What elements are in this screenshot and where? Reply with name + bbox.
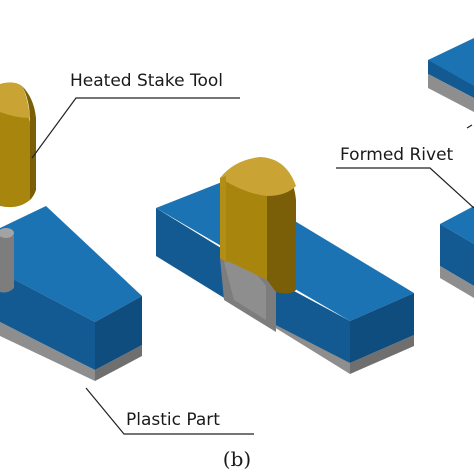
middle-tool-top: [220, 157, 296, 196]
left-part-base-front: [0, 322, 95, 381]
middle-part-side: [350, 293, 414, 363]
middle-part-front-right: [266, 276, 350, 363]
middle-tool-flat-edge: [220, 176, 226, 262]
middle-part-base-side: [350, 335, 414, 374]
formed-rivet-leader: [336, 167, 474, 209]
left-boss: [0, 230, 14, 293]
middle-assembly: [156, 157, 414, 374]
plastic-part-label: Plastic Part: [126, 410, 220, 430]
right-lower-base: [440, 266, 474, 298]
heated-stake-tool-label: Heated Stake Tool: [70, 71, 223, 91]
left-tool-top: [0, 82, 30, 118]
callout-plastic-part: Plastic Part: [85, 387, 254, 435]
right-lower-front: [440, 224, 474, 286]
middle-hole-shadow: [224, 261, 266, 320]
figure-caption: (b): [223, 447, 251, 471]
right-assembly: [428, 38, 474, 298]
callout-formed-rivet: Formed Rivet: [336, 124, 474, 209]
right-upper-top: [428, 38, 474, 92]
callout-heated-stake-tool: Heated Stake Tool: [31, 71, 240, 159]
left-assembly: [0, 82, 142, 381]
formed-rivet-label: Formed Rivet: [340, 145, 454, 165]
left-part-front: [0, 272, 95, 370]
plastic-part-leader: [85, 387, 254, 435]
right-lower-top: [440, 206, 474, 244]
heated-stake-tool-leader: [31, 97, 240, 159]
middle-part-front-left: [156, 208, 234, 304]
left-boss-top: [0, 228, 14, 238]
left-part-side: [95, 296, 142, 370]
left-tool-side: [22, 86, 36, 200]
formed-rivet-leader-top: [466, 124, 473, 129]
right-upper-front: [428, 60, 474, 98]
left-part-top: [0, 206, 142, 322]
right-upper-base: [428, 74, 474, 112]
left-part-base-side: [95, 345, 142, 381]
